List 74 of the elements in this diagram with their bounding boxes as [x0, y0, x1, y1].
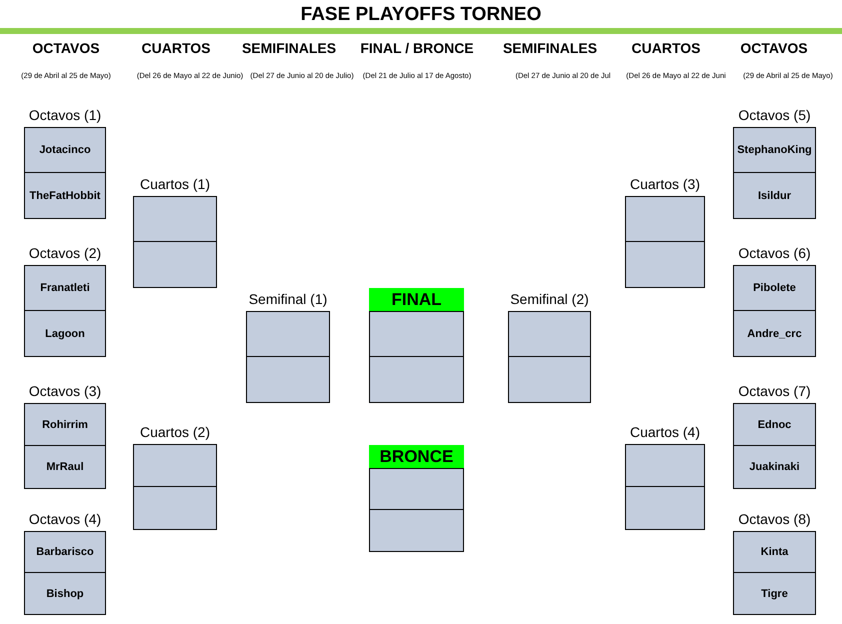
- player-name: Bishop: [46, 588, 84, 600]
- player-slot: [733, 127, 816, 173]
- empty-slot: [369, 468, 464, 510]
- player-name: Ednoc: [758, 418, 792, 430]
- player-name: Juakinaki: [749, 461, 800, 473]
- column-heading: SEMIFINALES: [242, 40, 336, 56]
- match-heading: Octavos (5): [737, 107, 812, 123]
- empty-slot: [133, 196, 217, 242]
- match-heading: Cuartos (3): [628, 176, 702, 192]
- empty-slot: [625, 444, 705, 487]
- empty-slot: [246, 356, 330, 403]
- empty-slot: [369, 311, 464, 357]
- player-slot: [733, 403, 816, 446]
- column-heading: OCTAVOS: [740, 40, 808, 56]
- player-slot: [24, 265, 106, 311]
- round-banner: [369, 288, 464, 311]
- column-heading: CUARTOS: [142, 40, 210, 56]
- match-heading: Octavos (4): [28, 511, 102, 527]
- player-slot: [733, 445, 816, 489]
- player-slot: [733, 172, 816, 219]
- match-heading: Semifinal (2): [509, 291, 590, 307]
- match-heading: Octavos (3): [28, 383, 102, 399]
- match-heading: Cuartos (4): [628, 424, 702, 440]
- player-slot: [24, 310, 106, 357]
- player-name: Lagoon: [45, 328, 85, 340]
- player-slot: [24, 531, 106, 573]
- player-name: Isildur: [758, 190, 791, 202]
- player-name: Kinta: [760, 546, 788, 558]
- player-name: StephanoKing: [737, 144, 812, 156]
- player-slot: [24, 127, 106, 173]
- column-heading: SEMIFINALES: [502, 40, 598, 56]
- player-slot: [24, 572, 106, 615]
- player-name: MrRaul: [46, 461, 84, 473]
- player-name: Rohirrim: [42, 418, 88, 430]
- player-name: Tigre: [761, 588, 788, 600]
- empty-slot: [508, 311, 591, 357]
- player-slot: [733, 310, 816, 357]
- empty-slot: [625, 196, 705, 242]
- player-name: Franatleti: [40, 282, 90, 294]
- empty-slot: [133, 241, 217, 288]
- match-heading: Octavos (8): [737, 511, 812, 527]
- match-heading: Octavos (7): [737, 383, 812, 399]
- player-name: Andre_crc: [747, 328, 802, 340]
- empty-slot: [133, 444, 217, 487]
- player-slot: [733, 531, 816, 573]
- column-heading: FINAL / BRONCE: [360, 40, 474, 56]
- player-slot: [24, 403, 106, 446]
- match-heading: Octavos (2): [28, 245, 102, 261]
- match-heading: Cuartos (2): [138, 424, 212, 440]
- match-heading: Octavos (1): [28, 107, 102, 123]
- empty-slot: [625, 486, 705, 530]
- match-heading: Semifinal (1): [248, 291, 328, 307]
- match-heading: Cuartos (1): [138, 176, 212, 192]
- title: FASE PLAYOFFS TORNEO: [300, 4, 542, 26]
- empty-slot: [369, 356, 464, 403]
- empty-slot: [369, 509, 464, 552]
- player-name: Pibolete: [753, 282, 796, 294]
- player-slot: [733, 265, 816, 311]
- empty-slot: [133, 486, 217, 530]
- player-name: TheFatHobbit: [30, 190, 100, 202]
- round-banner: [369, 445, 464, 468]
- empty-slot: [625, 241, 705, 288]
- player-slot: [733, 572, 816, 615]
- player-name: Barbarisco: [36, 546, 94, 558]
- empty-slot: [246, 311, 330, 357]
- player-slot: [24, 445, 106, 489]
- match-heading: Octavos (6): [737, 245, 812, 261]
- player-slot: [24, 172, 106, 219]
- column-heading: OCTAVOS: [32, 40, 100, 56]
- empty-slot: [508, 356, 591, 403]
- column-heading: CUARTOS: [632, 40, 700, 56]
- player-name: Jotacinco: [39, 144, 91, 156]
- round-title: BRONCE: [380, 446, 454, 466]
- round-title: FINAL: [391, 290, 442, 310]
